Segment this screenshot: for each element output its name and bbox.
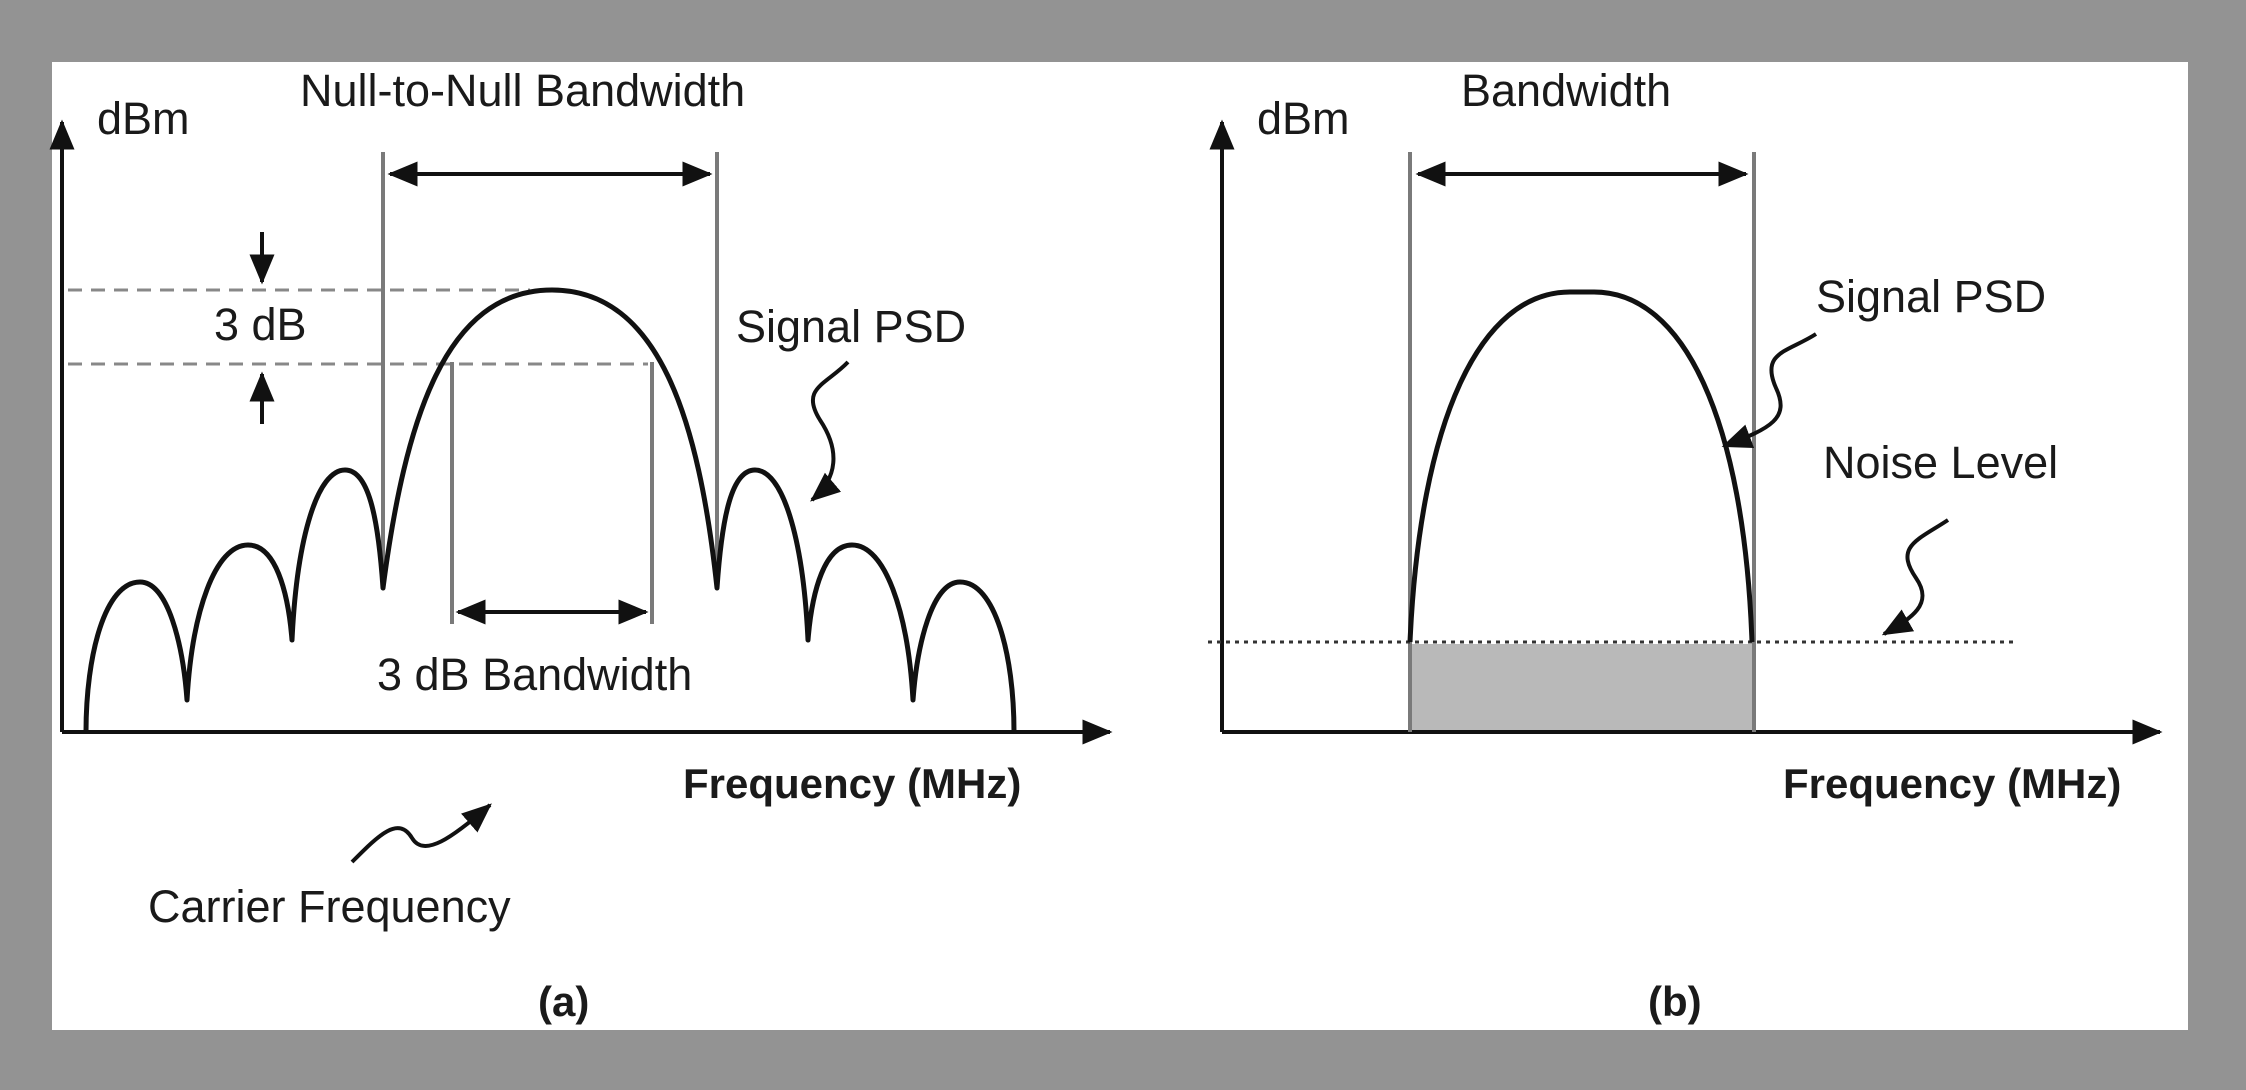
panel-a-signal-psd-pointer — [810, 360, 850, 502]
panel-a-signal-psd-curve — [83, 287, 1017, 733]
panel-b-signal-psd-pointer — [1721, 332, 1818, 449]
three-db-label: 3 dB — [214, 299, 307, 350]
figure-panel — [52, 62, 2188, 1030]
null-to-null-label: Null-to-Null Bandwidth — [300, 65, 745, 116]
bandwidth-label: Bandwidth — [1461, 65, 1671, 116]
shaded-band — [1410, 644, 1754, 732]
panel-a-y-label: dBm — [97, 93, 190, 144]
panel-b-caption: (b) — [1648, 978, 1702, 1025]
noise-level-label: Noise Level — [1823, 437, 2058, 488]
carrier-frequency-pointer — [350, 803, 492, 864]
panel-b-y-label: dBm — [1257, 93, 1350, 144]
panel-b-x-label: Frequency (MHz) — [1783, 760, 2121, 807]
panel-b-signal-psd-label: Signal PSD — [1816, 271, 2046, 322]
three-db-bandwidth-label: 3 dB Bandwidth — [377, 649, 692, 700]
panel-b-signal-psd-curve — [1407, 289, 1755, 643]
noise-level-pointer — [1881, 518, 1950, 636]
panel-b: dBm Bandwidth Signal PSD Noise Level Fre… — [1208, 65, 2163, 1025]
panel-a: dBm Null-to-Null Bandwidth 3 dB Signal P… — [49, 65, 1113, 1025]
panel-a-signal-psd-label: Signal PSD — [736, 301, 966, 352]
panel-a-x-label: Frequency (MHz) — [683, 760, 1021, 807]
panel-a-caption: (a) — [538, 978, 589, 1025]
carrier-frequency-label: Carrier Frequency — [148, 881, 511, 932]
